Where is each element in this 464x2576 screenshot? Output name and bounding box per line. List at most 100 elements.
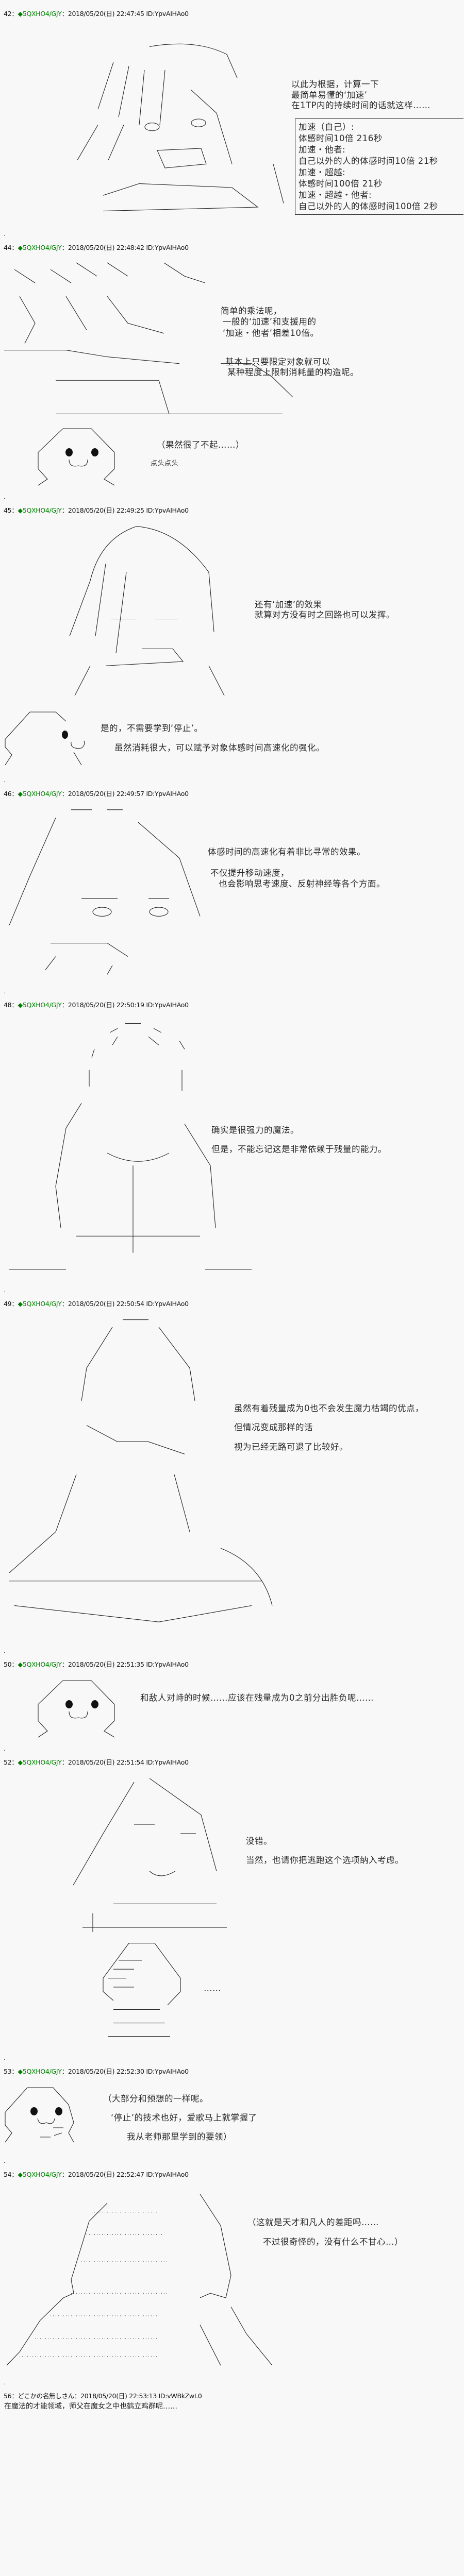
separator-dot: . bbox=[4, 1649, 6, 1654]
stat-label: 加速（自己）: bbox=[299, 122, 355, 132]
poster-name: ◆5QXHO4/GJY bbox=[18, 1660, 62, 1668]
ascii-art-dotted-silhouette bbox=[4, 2190, 272, 2370]
yaruo-face-blushing bbox=[4, 2087, 76, 2143]
poster-id: ID:YpvAIHAo0 bbox=[146, 1660, 189, 1668]
stat-label: 加速・他者: bbox=[299, 145, 346, 155]
post-number[interactable]: 48 bbox=[4, 1001, 12, 1009]
post-number[interactable]: 54 bbox=[4, 2171, 12, 2178]
dialogue-line: 基本上只要限定对象就可以 bbox=[225, 357, 330, 367]
post-date: 2018/05/20(日) 22:47:45 bbox=[68, 10, 144, 18]
post-number[interactable]: 45 bbox=[4, 506, 12, 514]
dialogue-line: 确实是很强力的魔法。 bbox=[211, 1125, 299, 1135]
thought-line: 我从老师那里学到的要领） bbox=[127, 2132, 232, 2142]
post-header: 46：◆5QXHO4/GJY：2018/05/20(日) 22:49:57 ID… bbox=[4, 790, 189, 798]
dialogue-line: 虽然消耗很大，可以赋予对象体感时间高速化的强化。 bbox=[114, 743, 325, 753]
separator-dot: . bbox=[4, 1747, 6, 1752]
dialogue-line: 视为已经无路可退了比较好。 bbox=[234, 1442, 348, 1452]
post-header: 42：◆5QXHO4/GJY：2018/05/20(日) 22:47:45 ID… bbox=[4, 10, 189, 18]
poster-name: ◆5QXHO4/GJY bbox=[18, 1300, 62, 1308]
separator-dot: . bbox=[4, 2159, 6, 2164]
dialogue-line: 一般的‘加速’和支援用的 bbox=[223, 317, 317, 327]
ascii-art-shaded-figure bbox=[98, 1942, 186, 2045]
ascii-art-girl-closeup bbox=[4, 809, 210, 979]
poster-name: ◆5QXHO4/GJY bbox=[18, 2067, 62, 2075]
dialogue-line: 最简单易懂的‘加速’ bbox=[291, 90, 368, 100]
poster-id: ID:YpvAIHAo0 bbox=[146, 790, 189, 798]
dialogue-line: 以此为根据，计算一下 bbox=[291, 79, 379, 89]
post-header: 56：どこかの名無しさん：2018/05/20(日) 22:53:13 ID:v… bbox=[4, 2392, 202, 2400]
dialogue-line: 但是，不能忘记这是非常依赖于残量的能力。 bbox=[211, 1144, 387, 1154]
post-header: 53：◆5QXHO4/GJY：2018/05/20(日) 22:52:30 ID… bbox=[4, 2067, 189, 2075]
dialogue-line: ‘加速・他者’相差10倍。 bbox=[223, 328, 319, 338]
dialogue-line: 某种程度上限制消耗量的构造呢。 bbox=[227, 367, 359, 377]
dialogue-line: 简单的乘法呢， bbox=[221, 306, 282, 316]
sound-effect: 点头点头 bbox=[151, 460, 179, 467]
stat-value: 自己以外的人的体感时间10倍 21秒 bbox=[299, 156, 438, 166]
poster-id: ID:YpvAIHAo0 bbox=[146, 10, 189, 18]
post-header: 44：◆5QXHO4/GJY：2018/05/20(日) 22:48:42 ID… bbox=[4, 244, 189, 251]
post-number[interactable]: 44 bbox=[4, 244, 12, 251]
silence-ellipsis: …… bbox=[204, 1984, 221, 1993]
poster-id: ID:vWBkZwI.0 bbox=[158, 2392, 202, 2400]
separator-dot: . bbox=[4, 778, 6, 784]
post-number[interactable]: 50 bbox=[4, 1660, 12, 1668]
ascii-art-girl-in-dress bbox=[4, 1319, 277, 1638]
post-number[interactable]: 56 bbox=[4, 2392, 12, 2400]
dialogue-line: 也会影响思考速度、反射神经等各个方面。 bbox=[219, 879, 385, 889]
yaruo-face bbox=[37, 1680, 120, 1737]
separator-dot: . bbox=[4, 495, 6, 500]
ascii-art-spiky-hair-character bbox=[4, 263, 313, 417]
separator-dot: . bbox=[4, 1288, 6, 1294]
dialogue-line: 就算对方没有时之回路也可以发挥。 bbox=[255, 610, 395, 620]
thought-line: 不过很奇怪的，没有什么不甘心…） bbox=[263, 2237, 403, 2247]
post-number[interactable]: 52 bbox=[4, 1758, 12, 1766]
post-date: 2018/05/20(日) 22:48:42 bbox=[68, 244, 144, 251]
separator-dot: . bbox=[4, 232, 6, 238]
poster-id: ID:YpvAIHAo0 bbox=[146, 1001, 189, 1009]
post-date: 2018/05/20(日) 22:53:13 bbox=[80, 2392, 157, 2400]
thought-line: （果然很了不起……） bbox=[157, 440, 244, 450]
yaruo-face-nodding bbox=[37, 428, 120, 485]
poster-id: ID:YpvAIHAo0 bbox=[146, 1758, 189, 1766]
separator-dot: . bbox=[4, 989, 6, 995]
post-header: 48：◆5QXHO4/GJY：2018/05/20(日) 22:50:19 ID… bbox=[4, 1001, 189, 1009]
stat-label: 加速・超越: bbox=[299, 167, 346, 177]
dialogue-line: 虽然有着残量成为0也不会发生魔力枯竭的优点， bbox=[234, 1403, 424, 1413]
dialogue-line: 是的，不需要学到‘停止’。 bbox=[101, 723, 203, 733]
post-date: 2018/05/20(日) 22:52:30 bbox=[68, 2067, 144, 2075]
post-number[interactable]: 49 bbox=[4, 1300, 12, 1308]
ascii-art-girl-smiling bbox=[72, 1777, 237, 1932]
poster-name: ◆5QXHO4/GJY bbox=[18, 2171, 62, 2178]
dialogue-line: 但情况变成那样的话 bbox=[234, 1422, 313, 1432]
poster-name: ◆5QXHO4/GJY bbox=[18, 10, 62, 18]
poster-id: ID:YpvAIHAo0 bbox=[146, 2067, 189, 2075]
post-date: 2018/05/20(日) 22:50:19 bbox=[68, 1001, 144, 1009]
poster-id: ID:YpvAIHAo0 bbox=[146, 244, 189, 251]
poster-id: ID:YpvAIHAo0 bbox=[146, 506, 189, 514]
post-header: 49：◆5QXHO4/GJY：2018/05/20(日) 22:50:54 ID… bbox=[4, 1300, 189, 1308]
separator-dot: . bbox=[4, 2380, 6, 2386]
stat-label: 加速・超越・他者: bbox=[299, 190, 372, 200]
post-date: 2018/05/20(日) 22:51:35 bbox=[68, 1660, 144, 1668]
dialogue-line: 当然，也请你把逃跑这个选项纳入考虑。 bbox=[246, 1855, 404, 1865]
post-date: 2018/05/20(日) 22:49:57 bbox=[68, 790, 144, 798]
stat-value: 体感时间100倍 21秒 bbox=[299, 179, 383, 189]
stat-value: 体感时间10倍 216秒 bbox=[299, 133, 383, 143]
post-date: 2018/05/20(日) 22:52:47 bbox=[68, 2171, 144, 2178]
post-date: 2018/05/20(日) 22:51:54 bbox=[68, 1758, 144, 1766]
poster-id: ID:YpvAIHAo0 bbox=[146, 1300, 189, 1308]
poster-name: ◆5QXHO4/GJY bbox=[18, 1758, 62, 1766]
dialogue-line: 没错。 bbox=[246, 1836, 272, 1846]
post-number[interactable]: 42 bbox=[4, 10, 12, 18]
post-header: 54：◆5QXHO4/GJY：2018/05/20(日) 22:52:47 ID… bbox=[4, 2171, 189, 2178]
post-date: 2018/05/20(日) 22:50:54 bbox=[68, 1300, 144, 1308]
ascii-art-girl-with-bow bbox=[4, 1020, 262, 1278]
stat-value: 自己以外的人的体感时间100倍 2秒 bbox=[299, 201, 438, 211]
ascii-art-girl-sitting bbox=[62, 31, 289, 227]
poster-id: ID:YpvAIHAo0 bbox=[146, 2171, 189, 2178]
poster-name: どこかの名無しさん bbox=[18, 2392, 75, 2400]
post-number[interactable]: 53 bbox=[4, 2067, 12, 2075]
poster-name: ◆5QXHO4/GJY bbox=[18, 244, 62, 251]
acceleration-stats-box: 加速（自己）: 体感时间10倍 216秒 加速・他者: 自己以外的人的体感时间1… bbox=[295, 118, 463, 215]
post-number[interactable]: 46 bbox=[4, 790, 12, 798]
